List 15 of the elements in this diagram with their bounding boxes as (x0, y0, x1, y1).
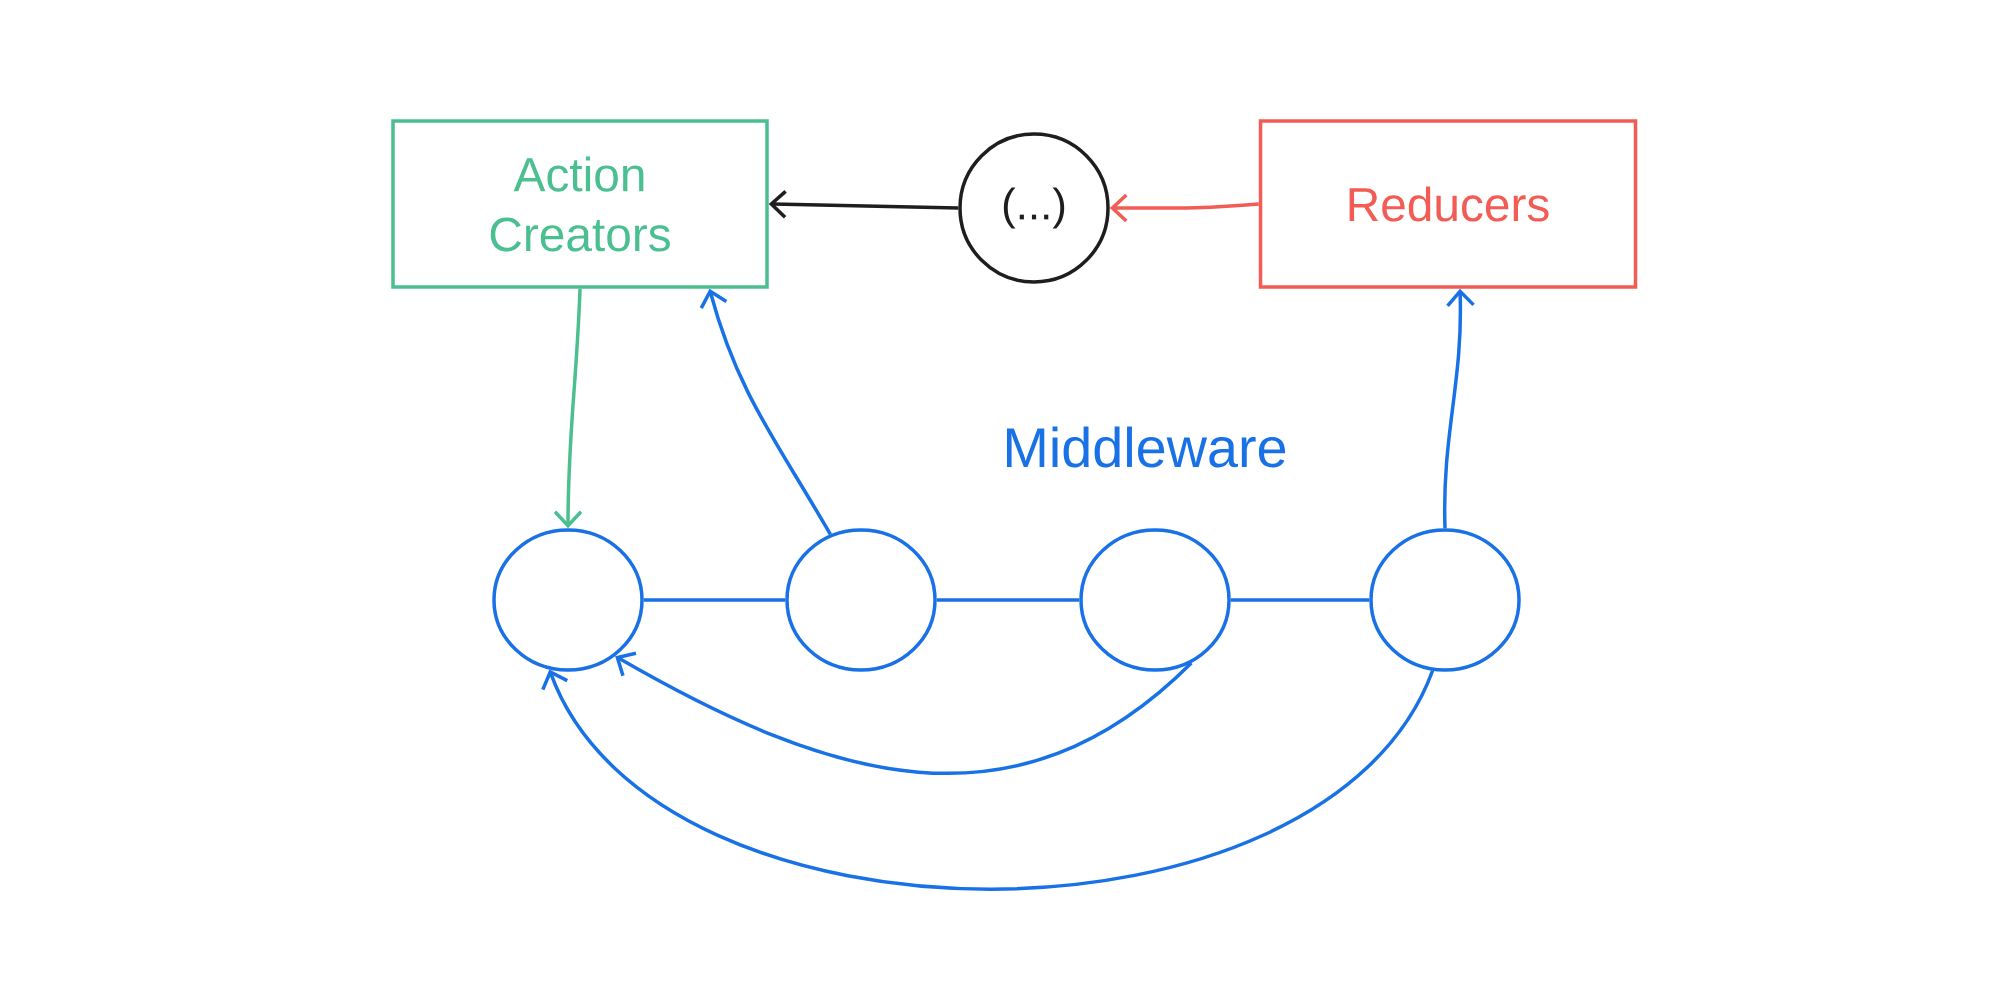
arrow (768, 190, 959, 219)
arrow (699, 288, 832, 536)
arrow (553, 288, 583, 529)
circle-node: (...) (958, 132, 1110, 284)
text-box: Action Creators (391, 119, 769, 289)
circle-node (1369, 528, 1521, 672)
text-box: Reducers (1258, 119, 1638, 289)
text-label: Middleware (1006, 426, 1286, 468)
arrow (1442, 288, 1475, 529)
arrow (1109, 193, 1259, 223)
circle-node (1079, 528, 1231, 672)
circle-node (492, 528, 644, 672)
circle-node (785, 528, 937, 672)
arrow (615, 651, 1193, 775)
arrow (541, 669, 1435, 891)
